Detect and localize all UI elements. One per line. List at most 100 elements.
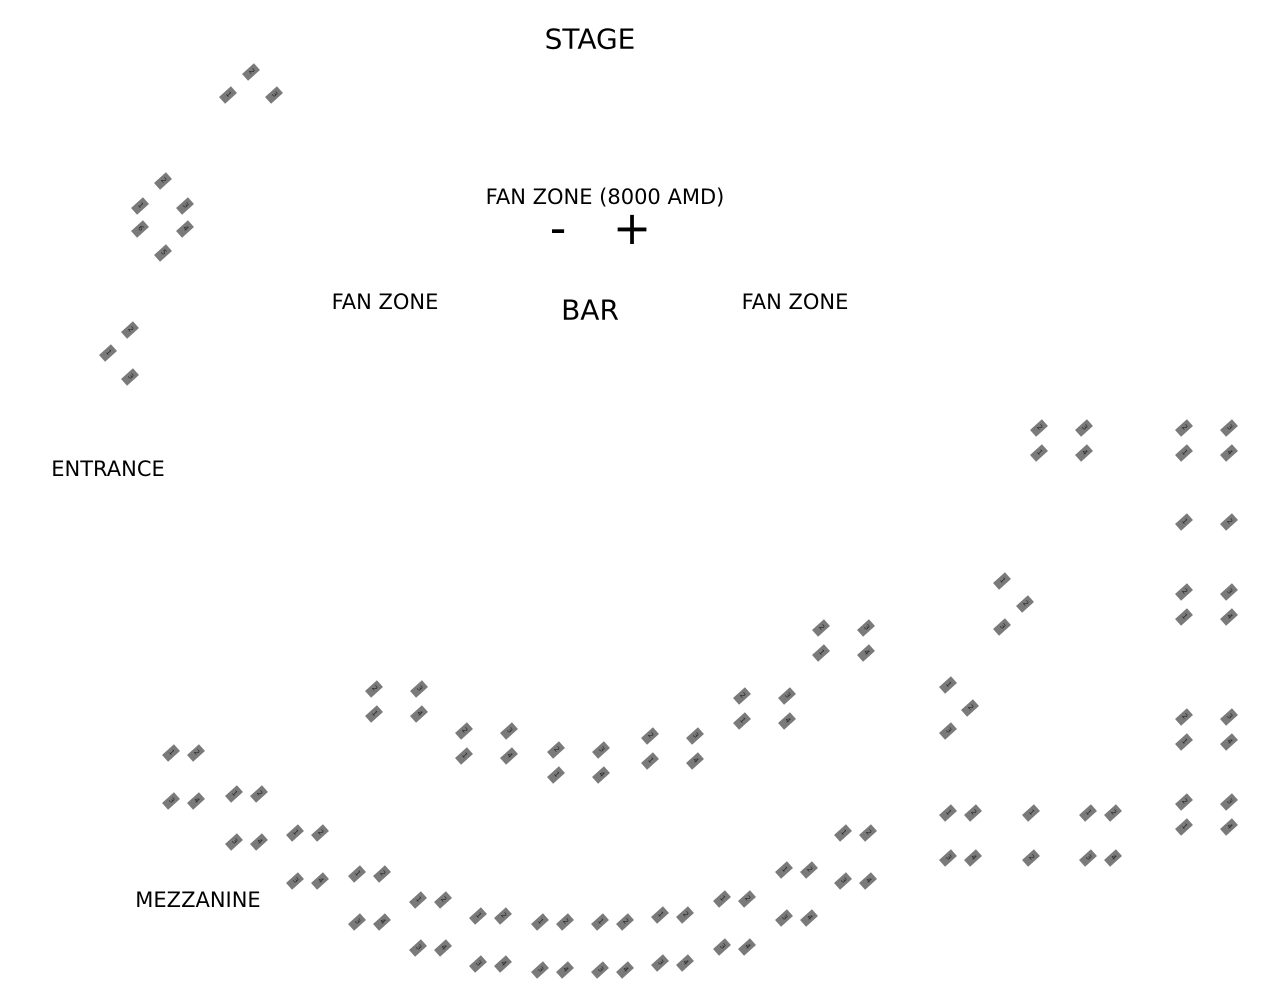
seat[interactable]: 1: [591, 913, 609, 931]
seat[interactable]: 3: [500, 722, 518, 740]
seat[interactable]: 2: [641, 727, 659, 745]
seat[interactable]: 3: [1220, 793, 1238, 811]
seat[interactable]: 1: [348, 865, 366, 883]
seat[interactable]: 4: [1104, 849, 1122, 867]
seat[interactable]: 2: [961, 699, 979, 717]
seat[interactable]: 3: [651, 954, 669, 972]
seat[interactable]: 4: [500, 747, 518, 765]
seat[interactable]: 4: [1220, 733, 1238, 751]
seat[interactable]: 3: [176, 197, 194, 215]
seat[interactable]: 3: [121, 368, 139, 386]
seat[interactable]: 1: [162, 744, 180, 762]
seat[interactable]: 1: [531, 913, 549, 931]
seat[interactable]: 1: [547, 766, 565, 784]
seat[interactable]: 3: [1075, 419, 1093, 437]
seat[interactable]: 3: [286, 872, 304, 890]
seat[interactable]: 2: [1104, 804, 1122, 822]
seat[interactable]: 1: [834, 824, 852, 842]
seat[interactable]: 2: [676, 906, 694, 924]
seat[interactable]: 3: [162, 792, 180, 810]
seat[interactable]: 4: [778, 712, 796, 730]
seat[interactable]: 1: [286, 824, 304, 842]
seat[interactable]: 2: [616, 913, 634, 931]
seat[interactable]: 4: [800, 909, 818, 927]
seat[interactable]: 2: [1175, 419, 1193, 437]
seat[interactable]: 1: [469, 907, 487, 925]
seat[interactable]: 1: [455, 747, 473, 765]
seat[interactable]: 4: [857, 644, 875, 662]
seat[interactable]: 2: [1022, 849, 1040, 867]
seat[interactable]: 3: [775, 909, 793, 927]
seat[interactable]: 1: [713, 890, 731, 908]
seat[interactable]: 4: [176, 220, 194, 238]
seat[interactable]: 4: [592, 766, 610, 784]
seat[interactable]: 1: [775, 861, 793, 879]
seat[interactable]: 1: [812, 644, 830, 662]
seat[interactable]: 2: [121, 321, 139, 339]
seat[interactable]: 1: [939, 804, 957, 822]
seat[interactable]: 2: [800, 861, 818, 879]
seat[interactable]: 2: [373, 865, 391, 883]
seat[interactable]: 2: [434, 891, 452, 909]
seat[interactable]: 2: [242, 63, 260, 81]
seat[interactable]: 3: [857, 619, 875, 637]
seat[interactable]: 4: [964, 849, 982, 867]
seat[interactable]: 4: [373, 913, 391, 931]
seat[interactable]: 1: [1022, 804, 1040, 822]
seat[interactable]: 1: [733, 712, 751, 730]
seat[interactable]: 2: [1220, 513, 1238, 531]
seat[interactable]: 2: [738, 890, 756, 908]
seat[interactable]: 1: [1175, 608, 1193, 626]
seat[interactable]: 4: [738, 938, 756, 956]
seat[interactable]: 1: [219, 86, 237, 104]
seat[interactable]: 3: [225, 833, 243, 851]
seat[interactable]: 1: [225, 785, 243, 803]
seat[interactable]: 4: [250, 833, 268, 851]
fan-zone-priced-label[interactable]: FAN ZONE (8000 AMD): [485, 185, 725, 209]
seat[interactable]: 3: [834, 872, 852, 890]
seat[interactable]: 4: [410, 705, 428, 723]
seat[interactable]: 2: [250, 785, 268, 803]
seat[interactable]: 1: [939, 676, 957, 694]
seat[interactable]: 3: [939, 722, 957, 740]
seat[interactable]: 3: [531, 961, 549, 979]
seat[interactable]: 2: [1030, 419, 1048, 437]
seat[interactable]: 1: [641, 752, 659, 770]
seat[interactable]: 1: [1079, 804, 1097, 822]
seat[interactable]: 4: [1220, 818, 1238, 836]
seat[interactable]: 3: [591, 961, 609, 979]
seat[interactable]: 2: [1016, 595, 1034, 613]
seat[interactable]: 4: [494, 955, 512, 973]
seat[interactable]: 3: [778, 687, 796, 705]
seat[interactable]: 2: [187, 744, 205, 762]
seat[interactable]: 4: [311, 872, 329, 890]
seat[interactable]: 2: [547, 741, 565, 759]
seat[interactable]: 1: [131, 197, 149, 215]
seat[interactable]: 4: [859, 872, 877, 890]
seat[interactable]: 4: [616, 961, 634, 979]
seat[interactable]: 4: [676, 954, 694, 972]
seat[interactable]: 3: [1220, 419, 1238, 437]
seat[interactable]: 2: [1175, 708, 1193, 726]
seat[interactable]: 4: [556, 961, 574, 979]
seat[interactable]: 1: [993, 572, 1011, 590]
seat[interactable]: 1: [1030, 444, 1048, 462]
seat[interactable]: 2: [556, 913, 574, 931]
seat[interactable]: 3: [265, 86, 283, 104]
seat[interactable]: 1: [1175, 444, 1193, 462]
seat[interactable]: 2: [311, 824, 329, 842]
seat[interactable]: 1: [409, 891, 427, 909]
seat[interactable]: 2: [1175, 793, 1193, 811]
seat[interactable]: 3: [993, 618, 1011, 636]
seat[interactable]: 5: [154, 244, 172, 262]
seat[interactable]: 2: [733, 687, 751, 705]
seat[interactable]: 3: [1220, 708, 1238, 726]
seat[interactable]: 3: [713, 938, 731, 956]
seat[interactable]: 3: [469, 955, 487, 973]
seat[interactable]: 3: [686, 727, 704, 745]
seat[interactable]: 1: [1175, 733, 1193, 751]
seat[interactable]: 6: [131, 220, 149, 238]
seat[interactable]: 2: [154, 172, 172, 190]
seat[interactable]: 1: [365, 705, 383, 723]
seat[interactable]: 3: [348, 913, 366, 931]
